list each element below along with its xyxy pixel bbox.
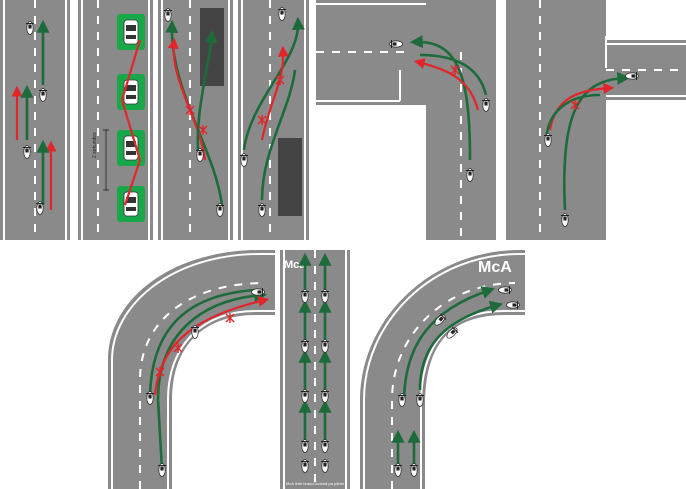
panel-truck-left-overtake — [158, 0, 233, 240]
panel-truck-right-overtake — [238, 0, 309, 240]
mca-small-label: Mca — [284, 259, 306, 271]
panel-parked-cars: 2 sekundes — [78, 0, 153, 240]
mca-large-label: McA — [478, 259, 512, 276]
caption-label: McA iždė braucī kolonā pa pārim — [286, 481, 345, 486]
panel-group-columns: Mca McA iždė braucī kolonā pa pārim — [280, 250, 350, 489]
panel-left-curve-pairs: McA — [360, 250, 525, 489]
panel-right-turn-junction — [506, 0, 686, 240]
panel-left-curve — [108, 250, 275, 489]
panel-left-turn-junction — [316, 0, 496, 240]
distance-label: 2 sekundes — [92, 132, 98, 158]
panel-staggered-lane — [0, 0, 70, 240]
